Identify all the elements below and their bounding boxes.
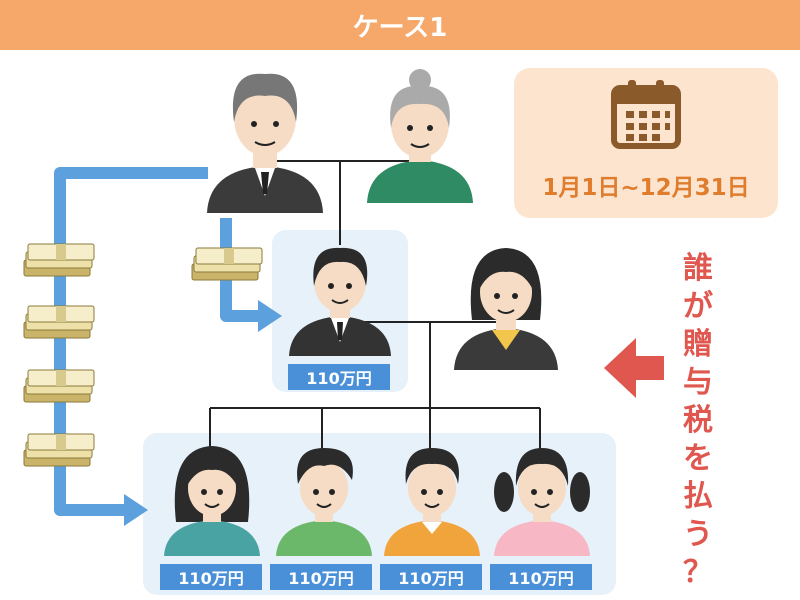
child-3-amount: 110万円 [398, 569, 464, 588]
child-2-amount-label: 110万円 [270, 564, 372, 590]
child-4-amount-label: 110万円 [490, 564, 592, 590]
money-stack-icon [23, 433, 95, 467]
grandmother-icon [367, 69, 473, 203]
mother-icon [454, 248, 558, 370]
question-char: ？ [683, 555, 713, 590]
money-stack-icon [191, 247, 263, 281]
child-3-amount-label: 110万円 [380, 564, 482, 590]
child-2-boy-icon [276, 448, 372, 556]
pointer-arrow-red [604, 338, 664, 398]
arrowhead-to-parent [258, 300, 282, 332]
money-stack-icon [23, 305, 95, 339]
child-3-boy-icon [384, 448, 480, 556]
child-4-girl-icon [494, 448, 590, 556]
case-title-bar: ケース1 [0, 0, 800, 50]
money-stack-icon [23, 369, 95, 403]
child-1-amount-label: 110万円 [160, 564, 262, 590]
parent-amount-label: 110万円 [288, 364, 390, 390]
gift-period-date-range: 1月1日~12月31日 [542, 175, 750, 201]
gift-arrow-to-grandchildren [54, 167, 208, 516]
question-char: う [683, 517, 713, 552]
question-char: 与 [683, 365, 713, 400]
question-char: が [683, 289, 713, 324]
child-1-girl-icon [164, 446, 260, 556]
money-stack-icon [23, 243, 95, 277]
who-pays-gift-tax-question: 誰 が 贈 与 税 を 払 う ？ [676, 250, 720, 592]
child-4-amount: 110万円 [508, 569, 574, 588]
question-char: 払 [683, 479, 713, 514]
question-char: 贈 [683, 327, 713, 362]
father-icon [289, 247, 391, 356]
parent-amount: 110万円 [306, 369, 372, 388]
question-char: 税 [683, 403, 713, 438]
grandfather-icon [207, 73, 323, 213]
question-char: 誰 [683, 251, 713, 286]
question-char: を [683, 441, 713, 476]
calendar-icon [611, 80, 681, 149]
case-title: ケース1 [352, 12, 448, 43]
arrowhead-to-grandchildren [124, 494, 148, 526]
child-1-amount: 110万円 [178, 569, 244, 588]
child-2-amount: 110万円 [288, 569, 354, 588]
